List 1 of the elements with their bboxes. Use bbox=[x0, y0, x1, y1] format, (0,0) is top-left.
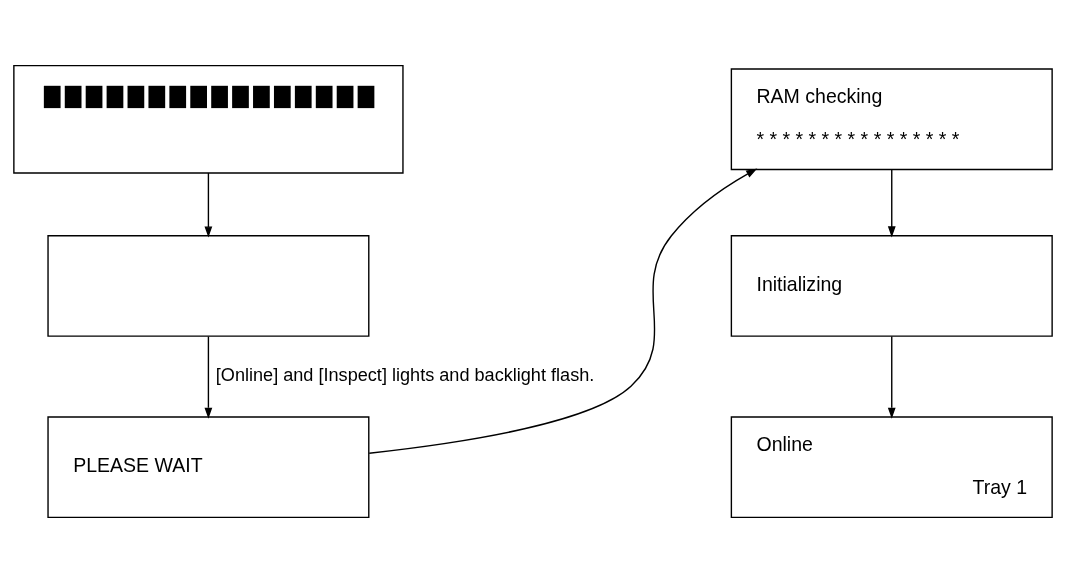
edge-label: [Online] and [Inspect] lights and backlight flash. bbox=[215, 364, 595, 385]
